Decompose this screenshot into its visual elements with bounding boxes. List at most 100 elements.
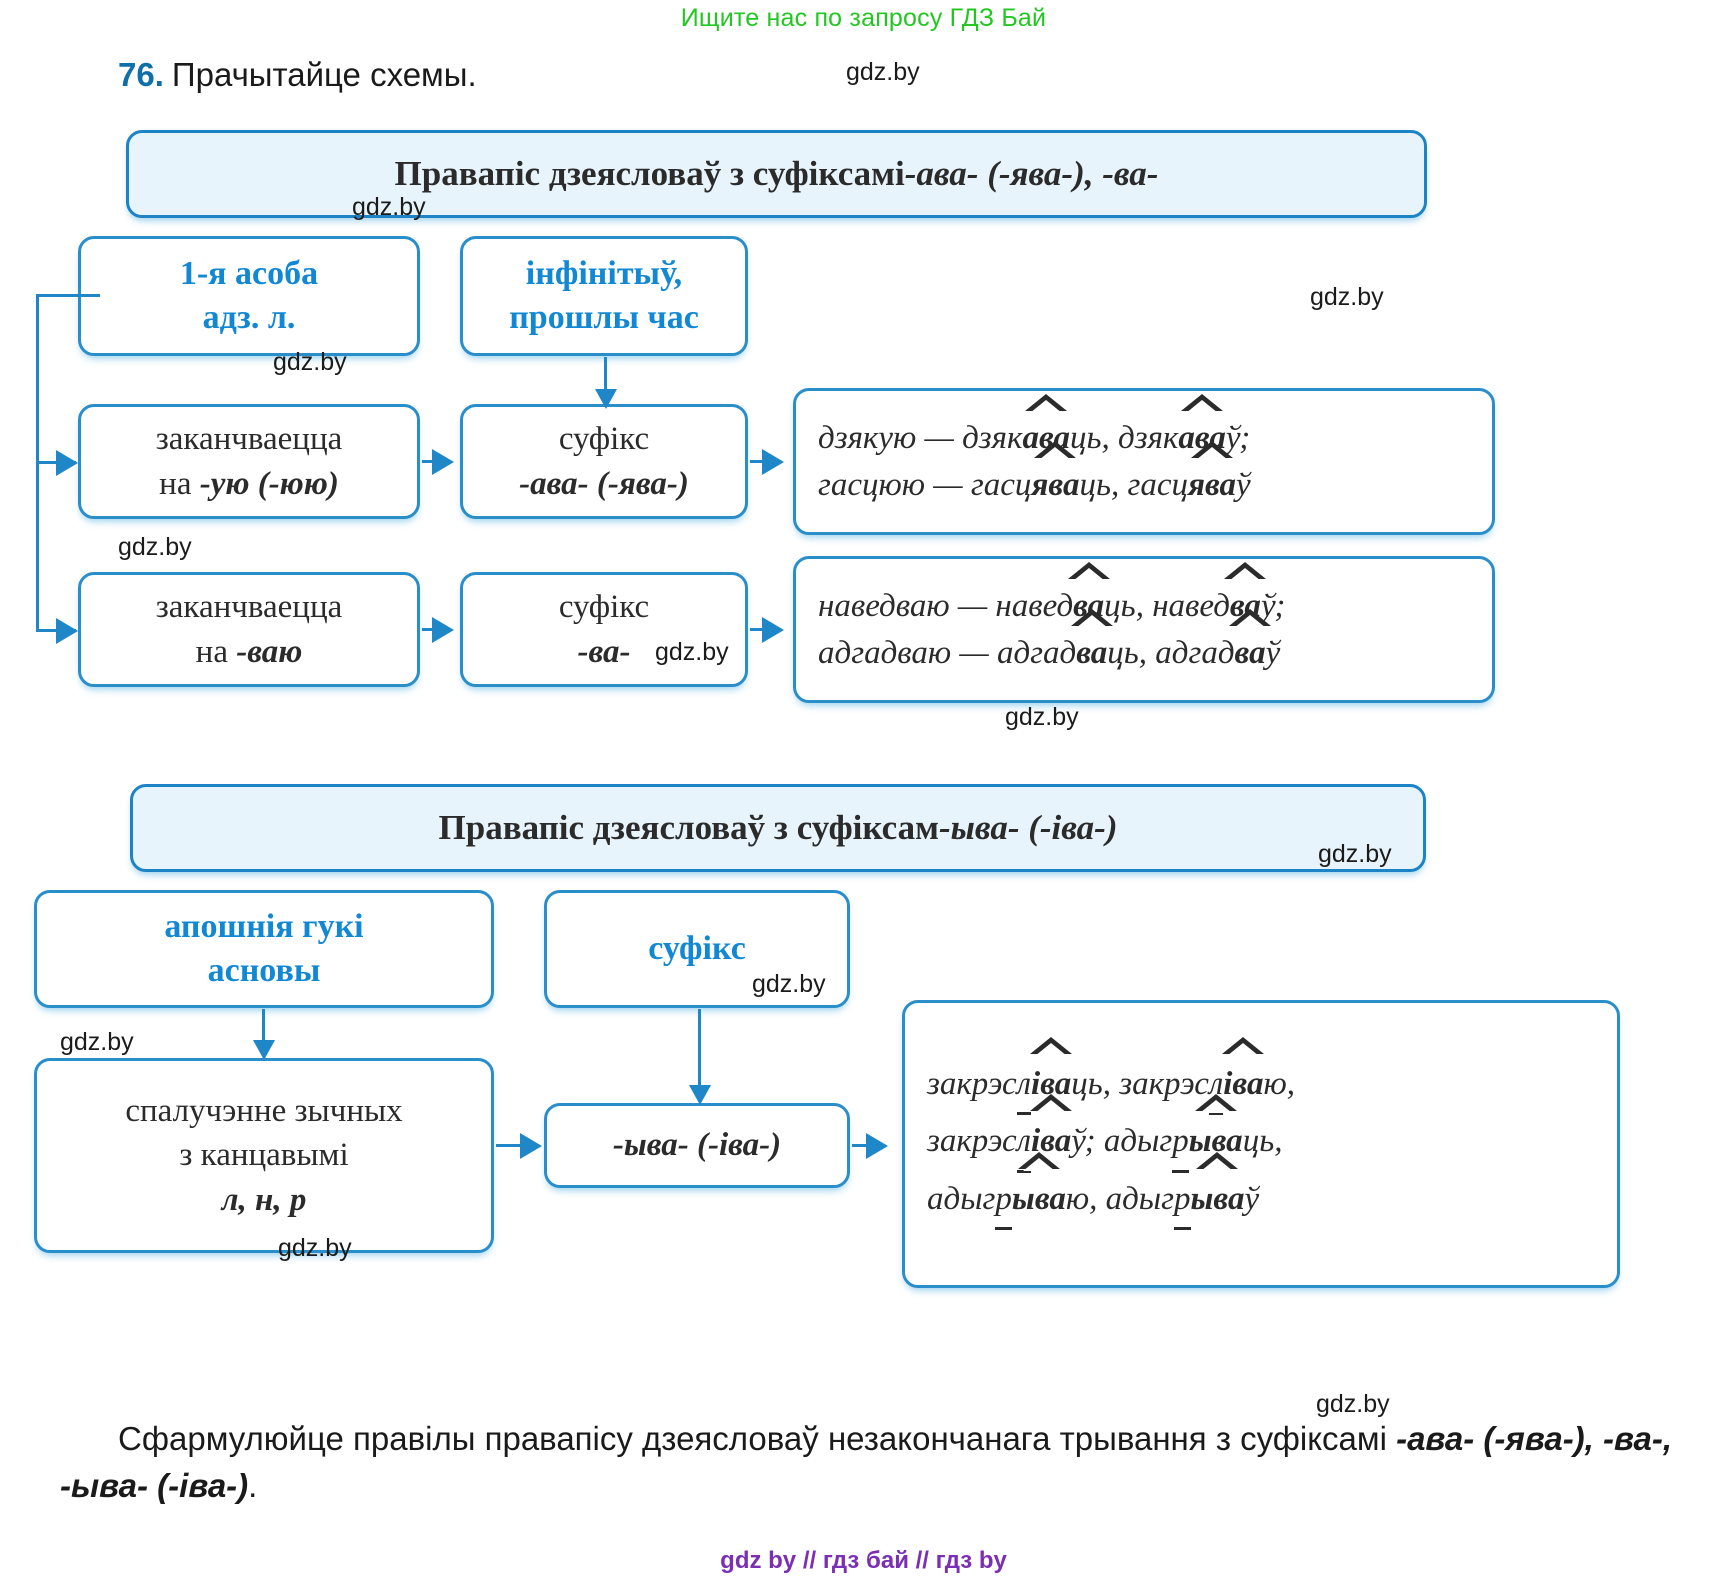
closing-part2: . bbox=[248, 1466, 258, 1504]
ex-yva-1-b: ць, закрэс bbox=[1071, 1065, 1209, 1102]
node-first-person-line1: 1-я асоба bbox=[179, 255, 319, 293]
ex-va-2-suffix2: ва bbox=[1235, 630, 1266, 677]
arrow-combination-to-suffix bbox=[520, 1133, 542, 1159]
ex-yva-1-root2: л bbox=[1208, 1058, 1224, 1116]
node-final-sounds-line2: асновы bbox=[207, 952, 321, 989]
scheme1-title-text: Правапіс дзеясловаў з суфіксамі bbox=[394, 154, 905, 193]
watermark-12: gdz.by bbox=[1316, 1390, 1390, 1418]
arrow-condition-vayu-to-suffix bbox=[432, 617, 454, 643]
condition-vayu-ending: -ваю bbox=[236, 633, 303, 670]
connector-suffixhdr-to-value bbox=[698, 1009, 701, 1094]
arrow-infinitive-to-suffix bbox=[595, 389, 617, 409]
ex-yva-3-a: адыг bbox=[927, 1180, 996, 1217]
arrow-to-row2-condition bbox=[56, 618, 78, 644]
node-suffix-va: суфікс -ва- bbox=[460, 572, 748, 687]
suffix-va-label: суфікс bbox=[558, 589, 650, 626]
bottom-promo-banner: gdz by // гдз бай // гдз by bbox=[720, 1547, 1007, 1574]
combination-line1: спалучэнне зычных bbox=[125, 1093, 403, 1130]
examples-va: наведваю — наведваць, наведваў; адгадваю… bbox=[793, 556, 1495, 703]
ex-yva-2-c: ць, bbox=[1242, 1123, 1283, 1160]
suffix-ava-label: суфікс bbox=[558, 421, 650, 458]
node-suffix-header-label: суфікс bbox=[648, 930, 746, 968]
arrow-suffix-ava-to-examples bbox=[762, 449, 784, 475]
arrow-condition-uyu-to-suffix bbox=[432, 449, 454, 475]
connector-suffix-yva-to-examples bbox=[852, 1144, 868, 1147]
ex-yva-3-suffix2: ыва bbox=[1191, 1173, 1245, 1226]
ex-va-2-b: ць, адгад bbox=[1107, 634, 1235, 671]
watermark-11: gdz.by bbox=[278, 1234, 352, 1262]
watermark-5: gdz.by bbox=[118, 533, 192, 561]
scheme2-title-suffixes: -ыва- (-іва-) bbox=[938, 808, 1118, 847]
ex-yva-2-b: ў; адыг bbox=[1071, 1123, 1173, 1160]
scheme1-title-bar: Правапіс дзеясловаў з суфіксамі -ава- (-… bbox=[126, 130, 1427, 218]
condition-uyu-ending: -ую (-юю) bbox=[199, 465, 339, 502]
condition-vayu-line2: на -ваю bbox=[196, 630, 303, 674]
ex-yva-2-root: л bbox=[1016, 1115, 1032, 1173]
watermark-9: gdz.by bbox=[60, 1028, 134, 1056]
node-consonant-combination: спалучэнне зычных з канцавымі л, н, р bbox=[34, 1058, 494, 1253]
watermark-1: gdz.by bbox=[846, 58, 920, 86]
ex-yva-1-root: л bbox=[1016, 1058, 1032, 1116]
node-suffix-yva: -ыва- (-іва-) bbox=[544, 1103, 850, 1188]
ex-yva-3-c: ў bbox=[1244, 1180, 1260, 1217]
examples-ava-line2: гасцюю — гасцяваць, гасцяваў bbox=[818, 462, 1251, 509]
ex-ava-2-b: ць, гасц bbox=[1079, 466, 1188, 503]
suffix-va-value: -ва- bbox=[577, 633, 631, 670]
ex-yva-3-root: р bbox=[995, 1173, 1012, 1231]
exercise-heading: 76.Прачытайце схемы. bbox=[118, 56, 477, 94]
ex-yva-3-root2: р bbox=[1174, 1173, 1191, 1231]
suffix-yva-value: -ыва- (-іва-) bbox=[612, 1127, 782, 1164]
ex-ava-1-a: дзякую — дзяк bbox=[818, 419, 1023, 456]
arrow-to-row1-condition bbox=[56, 450, 78, 476]
examples-yva-line1: закрэсліваць, закрэсліваю, bbox=[927, 1058, 1295, 1116]
condition-vayu-prefix: на bbox=[195, 633, 237, 670]
node-final-sounds: апошнія гукі асновы bbox=[34, 890, 494, 1008]
watermark-7: gdz.by bbox=[1005, 703, 1079, 731]
examples-yva: закрэсліваць, закрэсліваю, закрэсліваў; … bbox=[902, 1000, 1620, 1288]
connector-combination-to-suffix bbox=[496, 1144, 522, 1147]
node-suffix-ava: суфікс -ава- (-ява-) bbox=[460, 404, 748, 519]
arrow-sounds-to-combination bbox=[253, 1040, 275, 1060]
ex-yva-1-c: ю, bbox=[1263, 1065, 1295, 1102]
examples-yva-line2: закрэсліваў; адыгрываць, bbox=[927, 1115, 1283, 1173]
scheme1-title-suffixes: -ава- (-ява-), -ва- bbox=[904, 154, 1159, 193]
ex-yva-1-a: закрэс bbox=[927, 1065, 1017, 1102]
suffix-ava-value: -ава- (-ява-) bbox=[519, 465, 689, 502]
arrow-suffix-yva-to-examples bbox=[866, 1133, 888, 1159]
exercise-instruction: Прачытайце схемы. bbox=[171, 56, 477, 93]
ex-va-1-a: наведваю — навед bbox=[818, 587, 1074, 624]
connector-condition-vayu-to-suffix bbox=[422, 628, 434, 631]
ex-ava-2-c: ў bbox=[1236, 466, 1251, 503]
exercise-number: 76. bbox=[118, 56, 164, 93]
watermark-2: gdz.by bbox=[352, 193, 426, 221]
connector-infinitive-to-suffix bbox=[604, 357, 607, 399]
ex-ava-1-b: ць, дзяк bbox=[1069, 419, 1179, 456]
ex-ava-2-suffix: ява bbox=[1031, 462, 1079, 509]
connector-sounds-to-combination bbox=[262, 1009, 265, 1049]
node-suffix-header: суфікс bbox=[544, 890, 850, 1008]
examples-yva-line3: адыгрываю, адыгрываў bbox=[927, 1173, 1260, 1231]
connector-branch-top-horizontal bbox=[36, 294, 100, 297]
node-condition-vayu: заканчваецца на -ваю bbox=[78, 572, 420, 687]
scheme2-title-bar: Правапіс дзеясловаў з суфіксам -ыва- (-і… bbox=[130, 784, 1426, 872]
ex-va-1-b: ць, навед bbox=[1104, 587, 1230, 624]
ex-ava-2-a: гасцюю — гасц bbox=[818, 466, 1032, 503]
closing-suffix-list: -ава- (-ява-), -ва-, -ыва- (-іва-) bbox=[60, 1420, 1673, 1504]
condition-uyu-line1: заканчваецца bbox=[155, 421, 343, 458]
arrow-suffix-va-to-examples bbox=[762, 617, 784, 643]
condition-uyu-prefix: на bbox=[159, 465, 200, 502]
watermark-10: gdz.by bbox=[752, 970, 826, 998]
scheme2-title-text: Правапіс дзеясловаў з суфіксам bbox=[438, 808, 939, 847]
node-first-person: 1-я асоба адз. л. bbox=[78, 236, 420, 356]
watermark-6: gdz.by bbox=[655, 638, 729, 666]
ex-yva-2-root2: р bbox=[1172, 1115, 1189, 1173]
condition-uyu-line2: на -ую (-юю) bbox=[159, 462, 339, 506]
ex-va-2-suffix: ва bbox=[1076, 630, 1107, 677]
node-condition-uyu: заканчваецца на -ую (-юю) bbox=[78, 404, 420, 519]
closing-part1: Сфармулюйце правілы правапісу дзеясловаў… bbox=[118, 1420, 1397, 1457]
connector-suffix-ava-to-examples bbox=[750, 460, 764, 463]
watermark-4: gdz.by bbox=[1310, 283, 1384, 311]
node-infinitive-line1: інфінітыў, bbox=[525, 255, 683, 293]
ex-va-2-a: адгадваю — адгад bbox=[818, 634, 1077, 671]
ex-yva-3-b: ю, адыг bbox=[1065, 1180, 1175, 1217]
